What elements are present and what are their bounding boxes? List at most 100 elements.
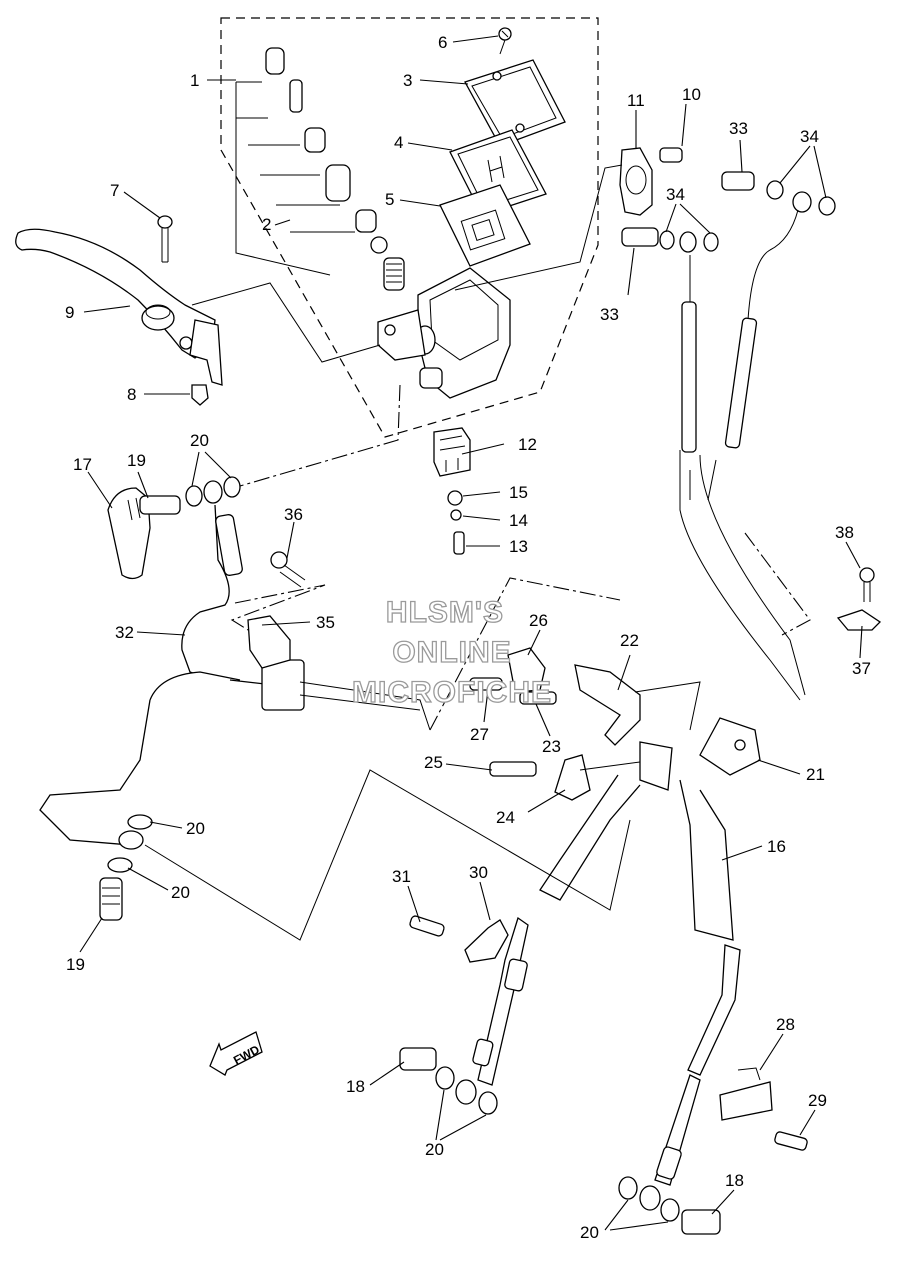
fwd-arrow-icon: FWD xyxy=(209,1031,263,1076)
label-part-18-right: 18 xyxy=(725,1171,744,1190)
label-part-30: 30 xyxy=(469,863,488,882)
bracket-part-35 xyxy=(247,615,291,669)
banjo-bolt-part-33-top xyxy=(721,171,755,191)
label-part-13: 13 xyxy=(509,537,528,556)
label-part-31: 31 xyxy=(392,867,411,886)
bracket-part-26 xyxy=(507,647,546,693)
piston-kit-part xyxy=(235,47,405,291)
watermark-line-1: HLSM'S xyxy=(386,596,504,629)
washer-part-20-b xyxy=(223,476,241,498)
diaphragm-part xyxy=(439,184,531,267)
label-part-20-mid: 20 xyxy=(425,1140,444,1159)
bolt-part-23 xyxy=(519,691,557,705)
label-part-26: 26 xyxy=(529,611,548,630)
label-part-3: 3 xyxy=(403,71,412,90)
label-part-5: 5 xyxy=(385,190,394,209)
label-part-22: 22 xyxy=(620,631,639,650)
ref-line-hose32 xyxy=(230,584,326,631)
label-part-38: 38 xyxy=(835,523,854,542)
label-part-11: 11 xyxy=(627,91,645,110)
lower-brake-hose-16 xyxy=(539,774,734,941)
label-part-23: 23 xyxy=(542,737,561,756)
label-part-20-right: 20 xyxy=(580,1223,599,1242)
screw-part-13 xyxy=(453,531,465,555)
bracket-part-22 xyxy=(574,664,641,746)
bolt-part-18-right xyxy=(681,1209,721,1235)
brake-lever-part xyxy=(15,228,223,386)
label-part-16: 16 xyxy=(767,837,786,856)
bolt-part-38 xyxy=(859,567,875,602)
label-part-27: 27 xyxy=(470,725,489,744)
master-cylinder-group-boundary xyxy=(220,17,599,438)
ref-line-lower-center xyxy=(579,761,641,771)
label-part-10: 10 xyxy=(682,85,701,104)
label-part-17: 17 xyxy=(73,455,92,474)
label-part-7: 7 xyxy=(110,181,119,200)
joint-bracket-part-21 xyxy=(639,717,761,791)
clamp-part-30 xyxy=(464,919,509,963)
washer-part-34-d xyxy=(703,232,719,252)
bolt-part-25 xyxy=(489,761,537,777)
label-part-1: 1 xyxy=(190,71,199,90)
master-cylinder-body xyxy=(377,267,511,399)
washer-part-20-c xyxy=(127,814,153,830)
bolt-part-29 xyxy=(774,1131,808,1151)
bolt-part-36 xyxy=(270,551,306,588)
brake-switch-part xyxy=(433,427,471,477)
label-part-6: 6 xyxy=(438,33,447,52)
banjo-fitting-lower-right xyxy=(639,1185,661,1211)
ref-line-21 xyxy=(634,681,701,731)
lever-nut-part xyxy=(191,384,209,406)
upper-brake-lines xyxy=(679,209,806,701)
reservoir-cap-part xyxy=(464,59,566,147)
ref-line-right xyxy=(744,532,811,636)
label-part-2: 2 xyxy=(262,215,271,234)
bolt-part-27 xyxy=(469,677,503,691)
label-part-15: 15 xyxy=(509,483,528,502)
lower-hose-left xyxy=(472,916,529,1086)
brake-light-cover-part-17 xyxy=(107,487,151,580)
label-part-37: 37 xyxy=(852,659,871,678)
part-labels: 1 2 3 4 5 6 7 8 9 10 11 12 13 14 15 16 1… xyxy=(65,33,871,1242)
banjo-bolt-part-19-upper xyxy=(139,495,181,515)
label-part-18-mid: 18 xyxy=(346,1077,365,1096)
banjo-bolt-part-19-lower xyxy=(99,877,123,921)
bolt-part-10 xyxy=(659,147,683,163)
banjo-fitting-17 xyxy=(203,480,223,504)
label-part-20-left-a: 20 xyxy=(186,819,205,838)
washer-part-34-a xyxy=(766,180,784,200)
lower-hose-right xyxy=(654,944,741,1186)
label-part-20-left-b: 20 xyxy=(171,883,190,902)
label-part-28: 28 xyxy=(776,1015,795,1034)
label-part-4: 4 xyxy=(394,133,403,152)
bolt-part-18-mid xyxy=(399,1047,437,1071)
washer-part-20-a xyxy=(185,485,203,507)
label-part-19-upper: 19 xyxy=(127,451,146,470)
banjo-fitting-upper xyxy=(792,191,812,213)
label-part-34-left: 34 xyxy=(666,185,685,204)
label-part-32: 32 xyxy=(115,623,134,642)
label-part-35: 35 xyxy=(316,613,335,632)
washer-part-15 xyxy=(447,490,463,506)
label-part-14: 14 xyxy=(509,511,528,530)
washer-part-20-g xyxy=(618,1176,638,1200)
holder-part-11 xyxy=(619,147,653,216)
washer-part-20-d xyxy=(107,857,133,873)
cap-screw-part xyxy=(498,27,512,55)
label-part-29: 29 xyxy=(808,1091,827,1110)
ref-line-holder xyxy=(454,164,623,291)
ref-line-switch xyxy=(239,384,401,487)
label-part-9: 9 xyxy=(65,303,74,322)
washer-part-20-h xyxy=(660,1198,680,1222)
label-part-20-upper: 20 xyxy=(190,431,209,450)
washer-part-34-c xyxy=(659,230,675,250)
bracket-part-24 xyxy=(554,754,591,801)
lever-bolt-part xyxy=(157,215,173,263)
label-part-36: 36 xyxy=(284,505,303,524)
watermark-line-3: MICROFICHE xyxy=(352,676,552,709)
clamp-part-37 xyxy=(836,609,882,631)
label-part-33-left: 33 xyxy=(600,305,619,324)
clamp-part-28 xyxy=(719,1067,773,1121)
label-part-24: 24 xyxy=(496,808,515,827)
